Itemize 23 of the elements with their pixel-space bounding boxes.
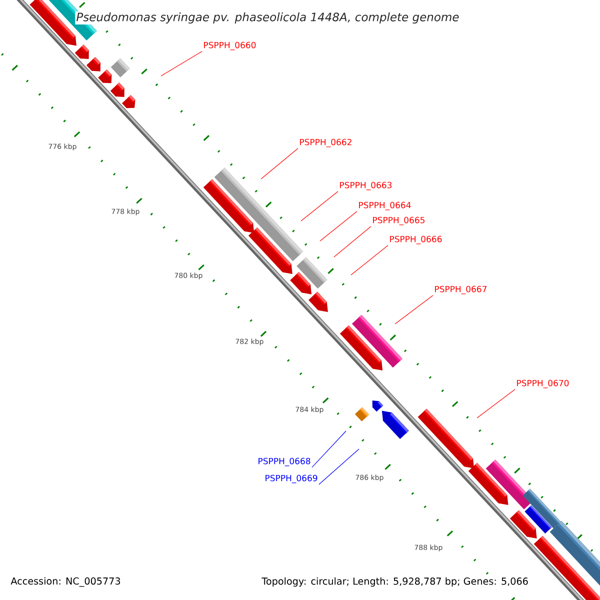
leader-line	[260, 148, 298, 180]
leader-line	[160, 51, 202, 76]
leader-line	[350, 245, 388, 276]
leader-line	[300, 191, 338, 222]
leader-line	[318, 448, 360, 485]
gene-label: PSPPH_0665	[373, 216, 424, 226]
gene-label: PSPPH_0668	[258, 458, 310, 466]
leader-line	[394, 295, 434, 324]
gene-label: PSPPH_0667	[435, 286, 487, 294]
gene-label: PSPPH_0669	[266, 474, 318, 484]
leader-line	[312, 430, 346, 468]
title: Pseudomonas syringae pv. phaseolicola 1448A, complete genome	[75, 11, 460, 25]
leader-line	[476, 389, 516, 418]
gene-label: PSPPH_0663	[340, 182, 392, 190]
genome-info-text: Topology: circular; Length: 5,928,787 bp; Genes: 5,066	[260, 576, 530, 588]
gene-label: PSPPH_0670	[517, 380, 569, 388]
gene-label: PSPPH_0666	[390, 236, 442, 244]
gene-label: PSPPH_0664	[359, 202, 411, 210]
gene-label: PSPPH_0662	[300, 138, 352, 148]
accession-text: Accession: NC_005773	[10, 577, 120, 587]
leader-line	[334, 226, 372, 258]
gene-label: PSPPH_0660	[204, 42, 256, 50]
leader-line	[320, 211, 358, 242]
